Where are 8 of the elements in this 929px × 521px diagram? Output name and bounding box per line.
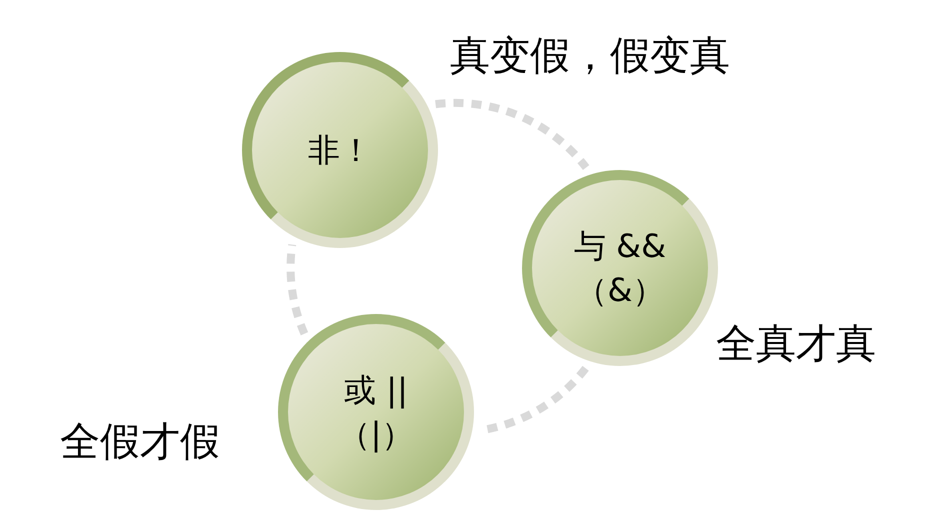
operator-label: 与 &&（&） — [572, 226, 668, 311]
rule-text: 全真才真 — [716, 320, 876, 369]
rule-text: 全假才假 — [60, 418, 220, 467]
dashed-connector — [286, 244, 308, 336]
rule-text: 真变假，假变真 — [450, 32, 730, 81]
operator-label: 非！ — [307, 130, 373, 171]
operator-label: 或 ||（|） — [338, 370, 414, 455]
dashed-connector — [435, 98, 590, 170]
